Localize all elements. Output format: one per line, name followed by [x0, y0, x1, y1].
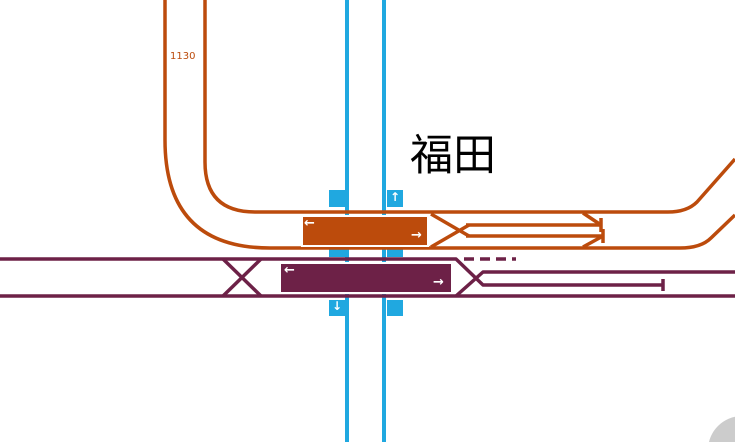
station-box-purple — [279, 262, 453, 294]
orange-crossover-up — [430, 223, 470, 249]
purple-branch-upper-right — [454, 270, 735, 298]
arrow-up-icon: ↑ — [389, 190, 401, 204]
purple-crossover-b — [221, 257, 263, 298]
orange-switch-lower-right — [582, 234, 604, 249]
blue-platform-bottom-right — [387, 300, 403, 316]
purple-main-top-with-stub — [0, 257, 663, 287]
orange-switch-upper-right — [582, 211, 602, 227]
corner-circle — [708, 416, 735, 442]
arrow-right-icon: → — [411, 228, 422, 243]
blue-platform-group — [329, 190, 403, 316]
orange-main-inner — [203, 0, 735, 214]
blue-platform-top-left — [329, 190, 345, 207]
blue-platform-bottom-left — [329, 300, 345, 316]
orange-line-group — [163, 0, 735, 250]
station-name-label: 福田 — [410, 131, 496, 181]
chainage-label: 1130 — [170, 51, 196, 62]
blue-platform-mid-right — [387, 249, 403, 257]
orange-crossover-down — [430, 212, 470, 238]
arrow-down-icon: ↓ — [331, 299, 343, 313]
arrow-right-icon: → — [433, 275, 444, 290]
station-box-orange — [301, 215, 429, 247]
orange-main-outer — [163, 0, 735, 250]
purple-line-group — [0, 257, 735, 298]
arrow-left-icon: ← — [284, 263, 295, 278]
arrow-left-icon: ← — [304, 216, 315, 231]
blue-platform-top-right — [387, 190, 403, 207]
blue-platform-mid-left — [329, 249, 345, 257]
